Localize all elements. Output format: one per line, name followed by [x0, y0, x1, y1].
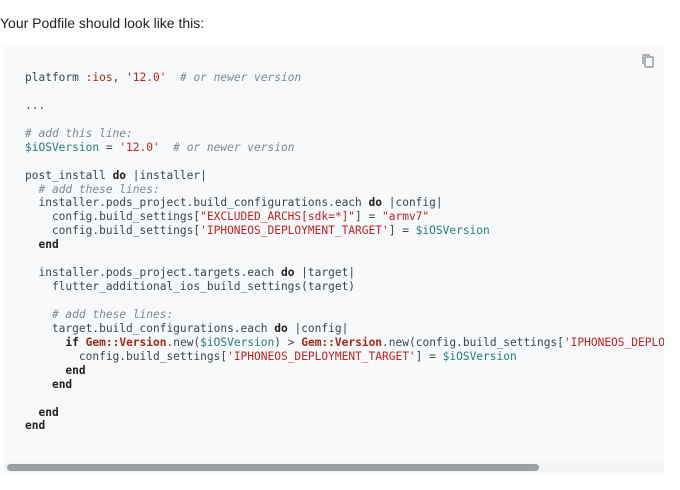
code-token: # or newer version	[179, 71, 302, 84]
code-token	[25, 336, 65, 349]
code-line: installer.pods_project.targets.each do |…	[25, 266, 664, 280]
code-line: post_install do |installer|	[25, 169, 664, 183]
code-token	[25, 238, 38, 251]
code-line: config.build_settings['IPHONEOS_DEPLOYME…	[25, 224, 664, 238]
code-token: |config|	[287, 321, 349, 335]
code-token: end	[51, 377, 73, 391]
code-token: target.build_configurations.each	[25, 321, 275, 335]
code-token: do	[112, 168, 127, 182]
code-line: flutter_additional_ios_build_settings(ta…	[25, 280, 664, 294]
code-line: installer.pods_project.build_configurati…	[25, 196, 664, 210]
code-token: $iOSVersion	[25, 140, 100, 154]
code-token: # or newer version	[173, 140, 295, 154]
code-line: target.build_configurations.each do |con…	[25, 322, 664, 336]
code-token: $iOSVersion	[442, 349, 517, 363]
code-token: $iOSVersion	[415, 224, 490, 238]
code-token: # add these lines:	[51, 307, 174, 321]
code-token: do	[274, 321, 288, 335]
code-token: config.build_settings[	[25, 349, 228, 363]
code-token: =	[99, 140, 120, 154]
code-block: platform :ios, '12.0' # or newer version…	[4, 46, 664, 474]
code-token: .new(config.build_settings[	[382, 335, 564, 349]
code-token: '12.0'	[119, 140, 160, 154]
code-token: end	[38, 405, 59, 419]
code-token: installer.pods_project.targets.each	[25, 266, 281, 280]
code-token: end	[38, 238, 59, 252]
code-line: # add these lines:	[25, 308, 664, 322]
code-line: end	[25, 406, 664, 420]
code-token: do	[368, 196, 382, 210]
code-line	[25, 294, 664, 308]
code-line	[25, 113, 664, 127]
code-token: # add this line:	[25, 126, 133, 140]
code-line	[25, 392, 664, 406]
code-token	[166, 71, 179, 84]
code-token: $iOSVersion	[200, 335, 275, 349]
code-token	[25, 364, 65, 377]
code-line: platform :ios, '12.0' # or newer version	[25, 71, 664, 85]
code-line: config.build_settings["EXCLUDED_ARCHS[sd…	[25, 210, 664, 224]
scrollbar-thumb[interactable]	[7, 464, 539, 471]
code-token: # add these lines:	[38, 182, 160, 196]
code-token	[160, 141, 173, 154]
code-token: 'IPHONEOS_DEPLOYMENT_TARGET'	[227, 349, 416, 363]
code-token: ] =	[415, 349, 443, 363]
code-line	[25, 252, 664, 266]
code-line: # add this line:	[25, 127, 664, 141]
code-line: end	[25, 378, 664, 392]
code-line: end	[25, 364, 664, 378]
code-line: end	[25, 419, 664, 433]
code-token: "EXCLUDED_ARCHS[sdk=*]"	[200, 210, 356, 224]
code-token: end	[25, 419, 46, 433]
podfile-code: platform :ios, '12.0' # or newer version…	[25, 71, 664, 433]
code-token: end	[65, 363, 86, 377]
code-token: .new(	[166, 335, 201, 349]
code-token: 'IPHONEOS_DEPLOYMENT_TARGET'	[200, 224, 389, 238]
code-line	[25, 155, 664, 169]
code-token: |target|	[294, 266, 356, 280]
code-token: ] =	[355, 210, 382, 224]
code-line: if Gem::Version.new($iOSVersion) > Gem::…	[25, 336, 664, 350]
copy-icon	[642, 54, 654, 68]
code-token: ...	[25, 98, 46, 112]
code-token: if	[65, 335, 79, 349]
code-token: ] =	[388, 224, 416, 238]
code-token	[79, 336, 86, 349]
code-token	[25, 406, 38, 419]
code-token: installer.pods_project.build_configurati…	[25, 196, 369, 210]
code-line: end	[25, 238, 664, 252]
code-token	[25, 183, 38, 196]
code-token: ) >	[274, 335, 302, 349]
intro-text: Your Podfile should look like this:	[0, 15, 205, 31]
code-line: ...	[25, 99, 664, 113]
code-token: "armv7"	[382, 210, 430, 224]
code-token	[25, 378, 52, 391]
code-token: flutter_additional_ios_build_settings(ta…	[25, 280, 356, 294]
code-line: $iOSVersion = '12.0' # or newer version	[25, 141, 664, 155]
copy-button[interactable]	[638, 51, 658, 71]
code-line: # add these lines:	[25, 183, 664, 197]
code-token: :ios	[85, 71, 113, 84]
code-token: config.build_settings[	[25, 224, 201, 238]
code-line: config.build_settings['IPHONEOS_DEPLOYME…	[25, 350, 664, 364]
code-token: post_install	[25, 168, 113, 182]
code-token: '12.0'	[126, 71, 167, 84]
code-token	[25, 308, 52, 321]
code-token: |config|	[382, 196, 443, 210]
horizontal-scrollbar[interactable]	[4, 463, 664, 472]
code-token: do	[280, 266, 295, 280]
code-line	[25, 85, 664, 99]
code-token: platform	[25, 71, 86, 84]
code-token: Gem::Version	[85, 335, 167, 349]
code-token: |installer|	[126, 168, 207, 182]
code-token: config.build_settings[	[25, 210, 201, 224]
code-token: ,	[112, 71, 127, 84]
code-token: 'IPHONEOS_DEPLOYMENT_TARGET'	[563, 335, 664, 349]
code-token: Gem::Version	[301, 335, 383, 349]
